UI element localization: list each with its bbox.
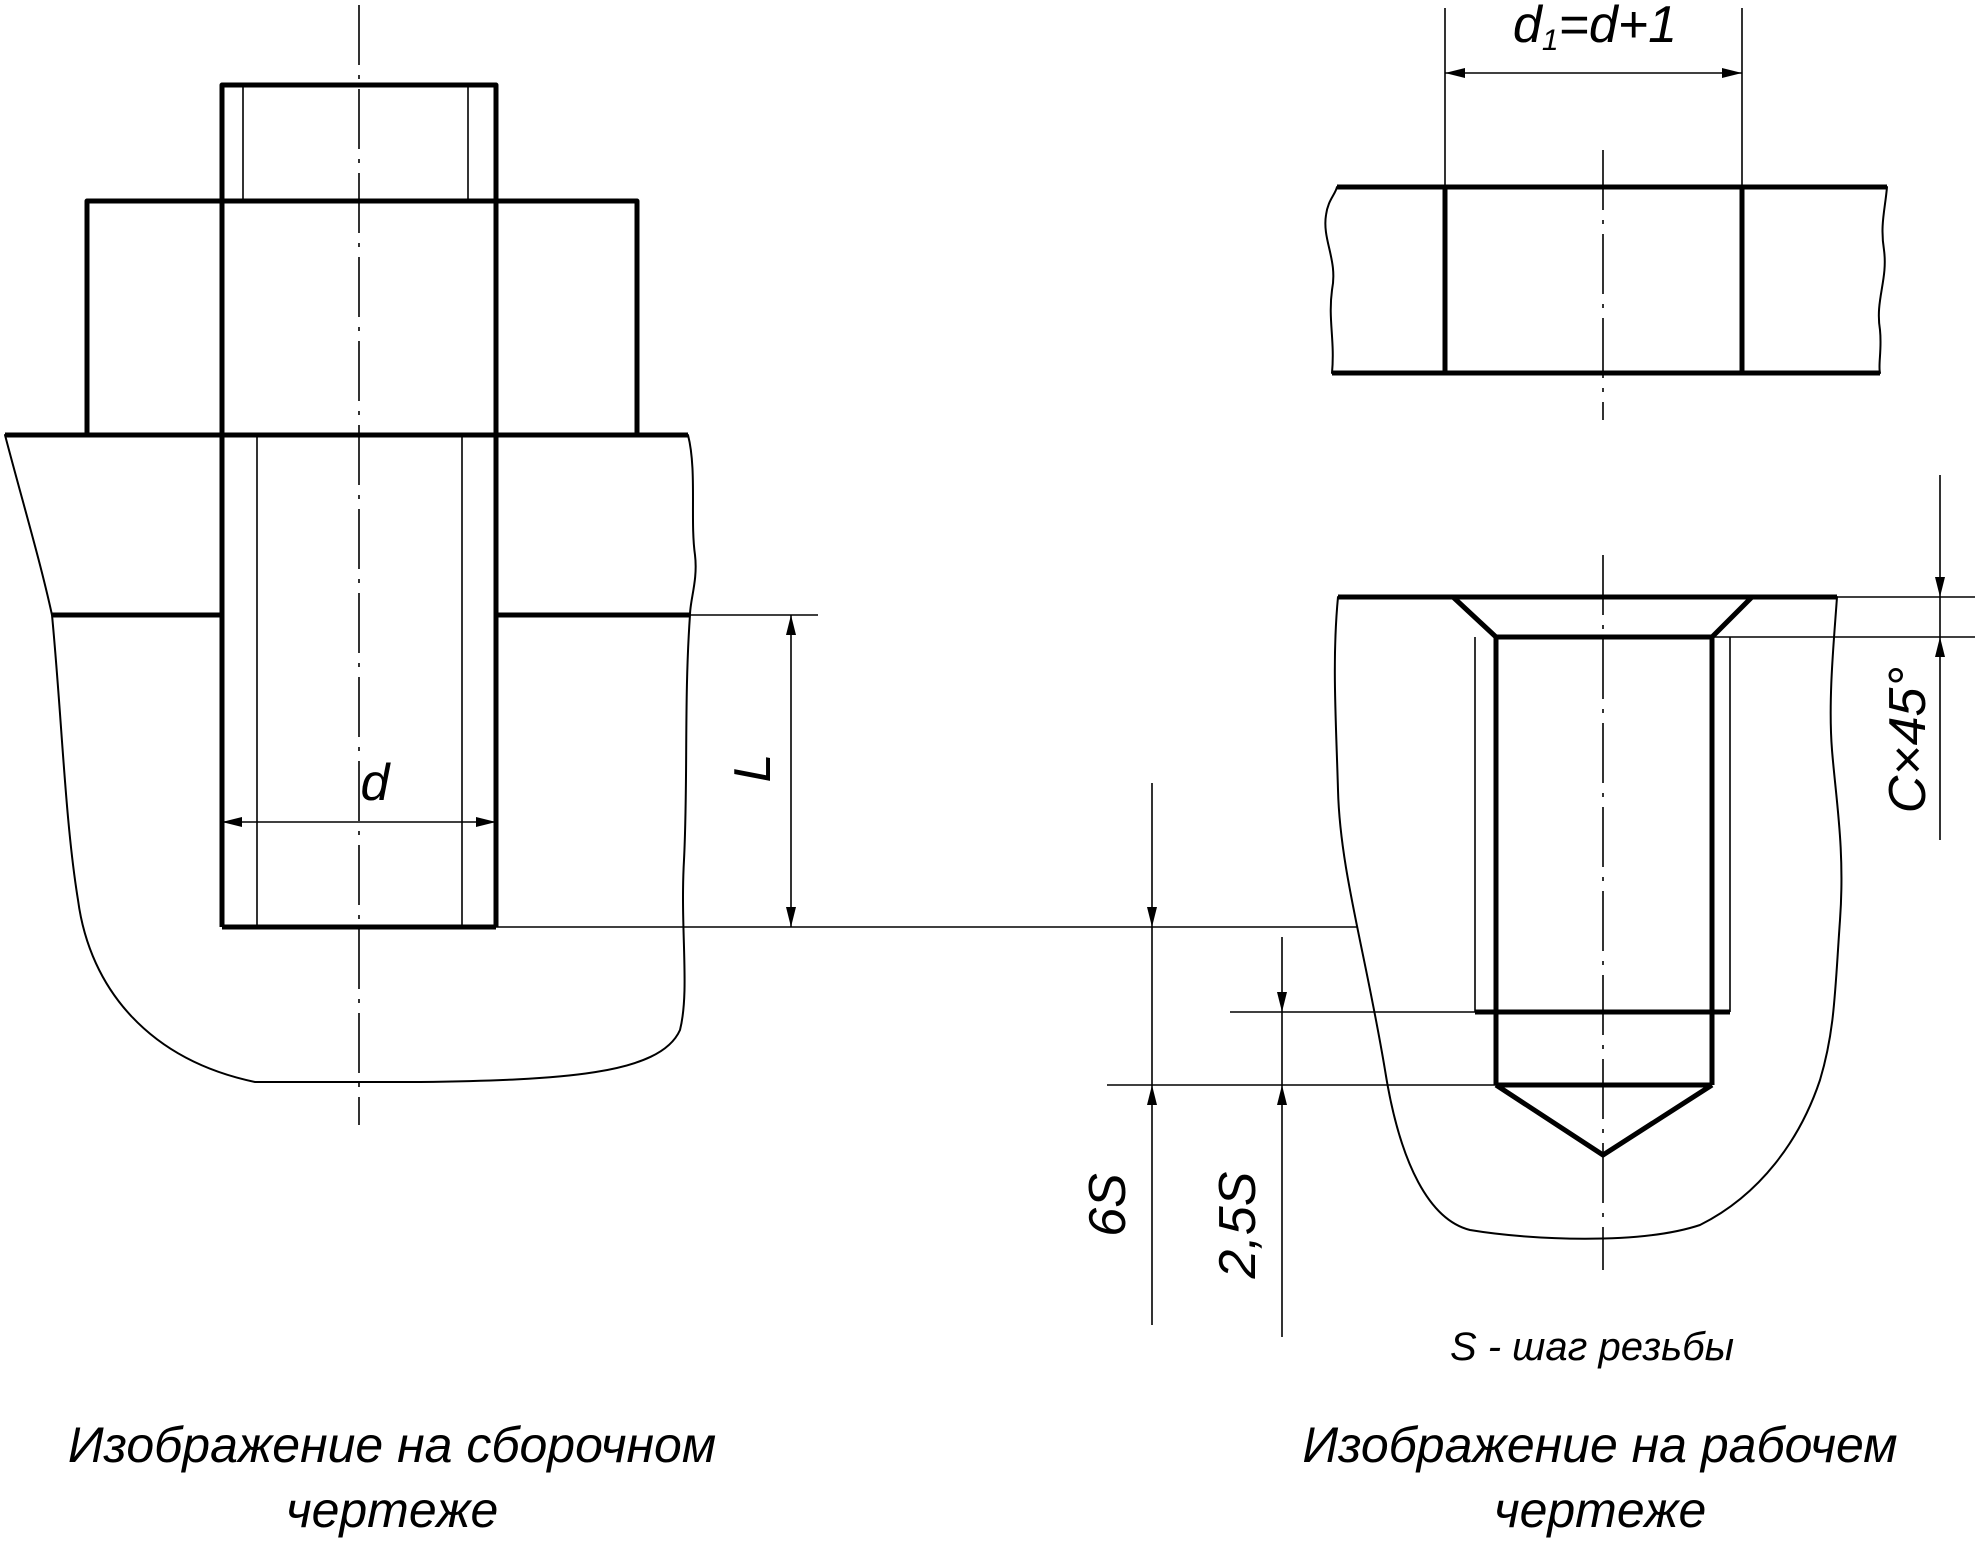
assembly-caption-line2: чертеже [286, 1482, 499, 1538]
dim-L-label: L [724, 754, 782, 783]
clearance-hole-view: d1=d+1 [1324, 0, 1888, 420]
dim-chamfer-label: C×45° [1879, 667, 1937, 814]
threaded-hole-cavity [1453, 597, 1752, 1155]
threaded-hole-view: C×45° 6S 2,5S S - шаг резьбы [1079, 475, 1975, 1369]
plate-right-section [1741, 186, 1888, 374]
dim-d1-label: d1=d+1 [1513, 0, 1677, 57]
dim-6s-label: 6S [1079, 1173, 1137, 1237]
dim-25s-label: 2,5S [1209, 1171, 1267, 1279]
dim-d-label: d [361, 754, 392, 812]
assembly-view: d L [4, 5, 1432, 1125]
assembly-caption-line1: Изображение на сборочном [68, 1417, 716, 1473]
working-caption-line2: чертеже [1494, 1482, 1707, 1538]
plate-left-section [1324, 186, 1446, 374]
thread-pitch-note: S - шаг резьбы [1450, 1325, 1734, 1369]
working-caption-line1: Изображение на рабочем [1302, 1417, 1897, 1473]
